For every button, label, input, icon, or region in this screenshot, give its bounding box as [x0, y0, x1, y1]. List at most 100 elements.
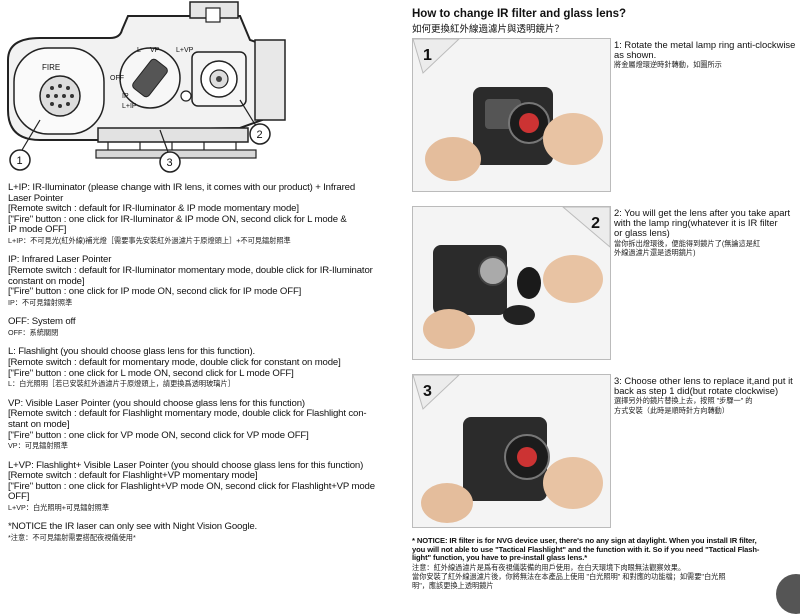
mode-line: IP: Infrared Laser Pointer [8, 254, 112, 266]
mode-ip: IP: Infrared Laser Pointer [Remote switc… [8, 255, 388, 307]
mode-line: constant on mode] [8, 275, 85, 287]
mode-line: OFF: System off [8, 316, 76, 328]
step-2-illustration [413, 207, 610, 359]
step-2-photo: 2 [412, 206, 611, 360]
step-1-text: 1: Rotate the metal lamp ring anti-clock… [614, 39, 798, 70]
mode-line: stant on mode] [8, 418, 70, 430]
step-1-photo: 1 [412, 38, 611, 192]
mode-l-vp: L+VP: Flashlight+ Visible Laser Pointer … [8, 459, 388, 513]
step-line: as shown. [614, 49, 657, 61]
step-line: 1: Rotate the metal lamp ring anti-clock… [614, 39, 796, 50]
right-column: How to change IR filter and glass lens? … [405, 0, 800, 614]
step-2-number: 2 [591, 215, 600, 232]
step-3-illustration [413, 375, 610, 527]
notice-line: you will not able to use "Tactical Flash… [412, 544, 760, 554]
notice-line: 注意：紅外線過濾片是爲有夜視儀裝備的用戶使用，在白天環境下肉眼無法觀察效果。 [412, 562, 686, 572]
step-3-photo: 3 [412, 374, 611, 528]
mode-text: *NOTICE the IR laser can only see with N… [8, 522, 388, 533]
switch-label-lip: L+IP [122, 103, 137, 110]
step-line: or glass lens) [614, 227, 670, 239]
mode-text: OFF: System off [8, 317, 388, 328]
mode-line: L+IP: IR-Iluminator (please change with … [8, 182, 356, 193]
mode-text: VP: Visible Laser Pointer (you should ch… [8, 397, 388, 441]
mode-zh: L+VP：白光照明+可見鐳射照準 [8, 502, 110, 512]
mode-line: ["Fire" button : one click for IR-Ilumin… [8, 213, 347, 225]
switch-label-ip: IP [122, 93, 129, 100]
page-title: How to change IR filter and glass lens? [412, 8, 627, 20]
step-3-text: 3: Choose other lens to replace it,and p… [614, 375, 798, 415]
notice-line: light" function, you have to pre-install… [412, 553, 588, 563]
switch-label-l: L [137, 47, 141, 54]
mode-vp: VP: Visible Laser Pointer (you should ch… [8, 397, 388, 451]
mode-text: L+IP: IR-Iluminator (please change with … [8, 182, 388, 236]
mode-zh: IP：不可見鐳射照準 [8, 297, 73, 307]
step-2-text: 2: You will get the lens after you take … [614, 207, 798, 258]
mode-text: L+VP: Flashlight+ Visible Laser Pointer … [8, 459, 388, 503]
notice-zh: 注意：紅外線過濾片是爲有夜視儀裝備的用戶使用，在白天環境下肉眼無法觀察效果。 當… [412, 563, 797, 590]
mode-line: ["Fire" button : one click for VP mode O… [8, 429, 309, 441]
mode-off: OFF: System off OFF：系統關閉 [8, 317, 388, 337]
notice-en: * NOTICE: IR filter is for NVG device us… [412, 536, 797, 563]
step-line: 當你拆出燈環後，便能得到鏡片了(無論這是紅 [614, 238, 761, 248]
left-column: FIRE L VP L+VP OFF IP L+IP [0, 0, 395, 600]
step-1-number: 1 [423, 47, 432, 64]
step-line: 3: Choose other lens to replace it,and p… [614, 375, 793, 386]
switch-label-lvp: L+VP [176, 47, 194, 54]
callout-2: 2 [257, 129, 263, 141]
switch-label-vp: VP [150, 47, 160, 54]
notice-line: 明"，應該更換上透明鏡片 [412, 580, 494, 590]
page-title-zh: 如何更換紅外線過濾片與透明鏡片？ [412, 24, 565, 35]
mode-zh: OFF：系統關閉 [8, 327, 59, 337]
switch-diagram-illustration: FIRE L VP L+VP OFF IP L+IP [7, 1, 286, 173]
mode-line: L: Flashlight (you should choose glass l… [8, 346, 256, 358]
mode-line: Laser Pointer [8, 192, 64, 204]
step-line: back as step 1 did(but rotate clockwise) [614, 385, 779, 397]
notice-line: * NOTICE: IR filter is for NVG device us… [412, 536, 757, 545]
step-line: with the lamp ring(whatever it is IR fil… [614, 217, 778, 229]
step-line: 外線過濾片還是透明鏡片) [614, 248, 696, 258]
mode-text: L: Flashlight (you should choose glass l… [8, 347, 388, 379]
mode-line: *NOTICE the IR laser can only see with N… [8, 521, 258, 533]
mode-line: [Remote switch : default for Flashlight+… [8, 470, 258, 482]
step-line: 將金屬燈環逆時針轉動，如圖所示 [614, 60, 722, 70]
mode-descriptions: L+IP: IR-Iluminator (please change with … [8, 182, 388, 553]
ir-filter-notice: * NOTICE: IR filter is for NVG device us… [412, 536, 797, 590]
mode-line: VP: Visible Laser Pointer (you should ch… [8, 397, 305, 409]
mode-zh: L+IP：不可見光(紅外線)補光燈［需要事先安裝紅外過濾片于原燈頭上］+不可見鐳… [8, 235, 291, 245]
device-diagram: FIRE L VP L+VP OFF IP L+IP [0, 0, 395, 180]
mode-line: [Remote switch : default for IR-Iluminat… [8, 203, 299, 215]
mode-l-ip: L+IP: IR-Iluminator (please change with … [8, 182, 388, 245]
callout-3: 3 [167, 157, 173, 169]
step-text-en: 3: Choose other lens to replace it,and p… [614, 375, 798, 397]
mode-zh: VP：可見鐳射照準 [8, 441, 68, 451]
step-text-en: 2: You will get the lens after you take … [614, 207, 798, 239]
switch-label-off: OFF [110, 75, 124, 82]
step-3-number: 3 [423, 383, 432, 400]
callout-1: 1 [17, 155, 23, 167]
mode-zh: *注意：不可見鐳射需要搭配夜視儀使用* [8, 533, 136, 543]
notice-line: 當你安裝了紅外線過濾片後，你將無法在本產品上使用 "白光照明" 和對應的功能檔；… [412, 571, 726, 581]
mode-line: IP mode OFF] [8, 224, 67, 236]
mode-line: ["Fire" button : one click for L mode ON… [8, 367, 294, 379]
mode-l: L: Flashlight (you should choose glass l… [8, 347, 388, 388]
mode-line: ["Fire" button : one click for Flashligh… [8, 480, 375, 492]
mode-line: [Remote switch : default for momentary m… [8, 357, 341, 369]
mode-text: IP: Infrared Laser Pointer [Remote switc… [8, 255, 388, 297]
step-text-zh: 當你拆出燈環後，便能得到鏡片了(無論這是紅 外線過濾片還是透明鏡片) [614, 239, 798, 258]
step-line: 選擇另外的鏡片替換上去，按照 "步驟一" 的 [614, 396, 753, 406]
step-text-zh: 將金屬燈環逆時針轉動，如圖所示 [614, 60, 798, 69]
step-1-illustration [413, 39, 610, 191]
step-line: 方式安裝（此時是順時針方向轉動） [614, 405, 730, 415]
ir-laser-notice: *NOTICE the IR laser can only see with N… [8, 522, 388, 542]
mode-zh: L：白光照明［若已安裝紅外過濾片于原燈頭上，請更換爲透明玻璃片］ [8, 379, 235, 389]
mode-line: [Remote switch : default for Flashlight … [8, 408, 367, 420]
mode-line: ["Fire" button : one click for IP mode O… [8, 286, 302, 298]
step-text-en: 1: Rotate the metal lamp ring anti-clock… [614, 39, 798, 61]
step-text-zh: 選擇另外的鏡片替換上去，按照 "步驟一" 的 方式安裝（此時是順時針方向轉動） [614, 396, 798, 415]
mode-line: L+VP: Flashlight+ Visible Laser Pointer … [8, 459, 364, 471]
mode-line: OFF] [8, 491, 30, 503]
fire-label: FIRE [42, 63, 60, 72]
step-line: 2: You will get the lens after you take … [614, 207, 791, 218]
mode-line: [Remote switch : default for IR-Iluminat… [8, 265, 373, 277]
